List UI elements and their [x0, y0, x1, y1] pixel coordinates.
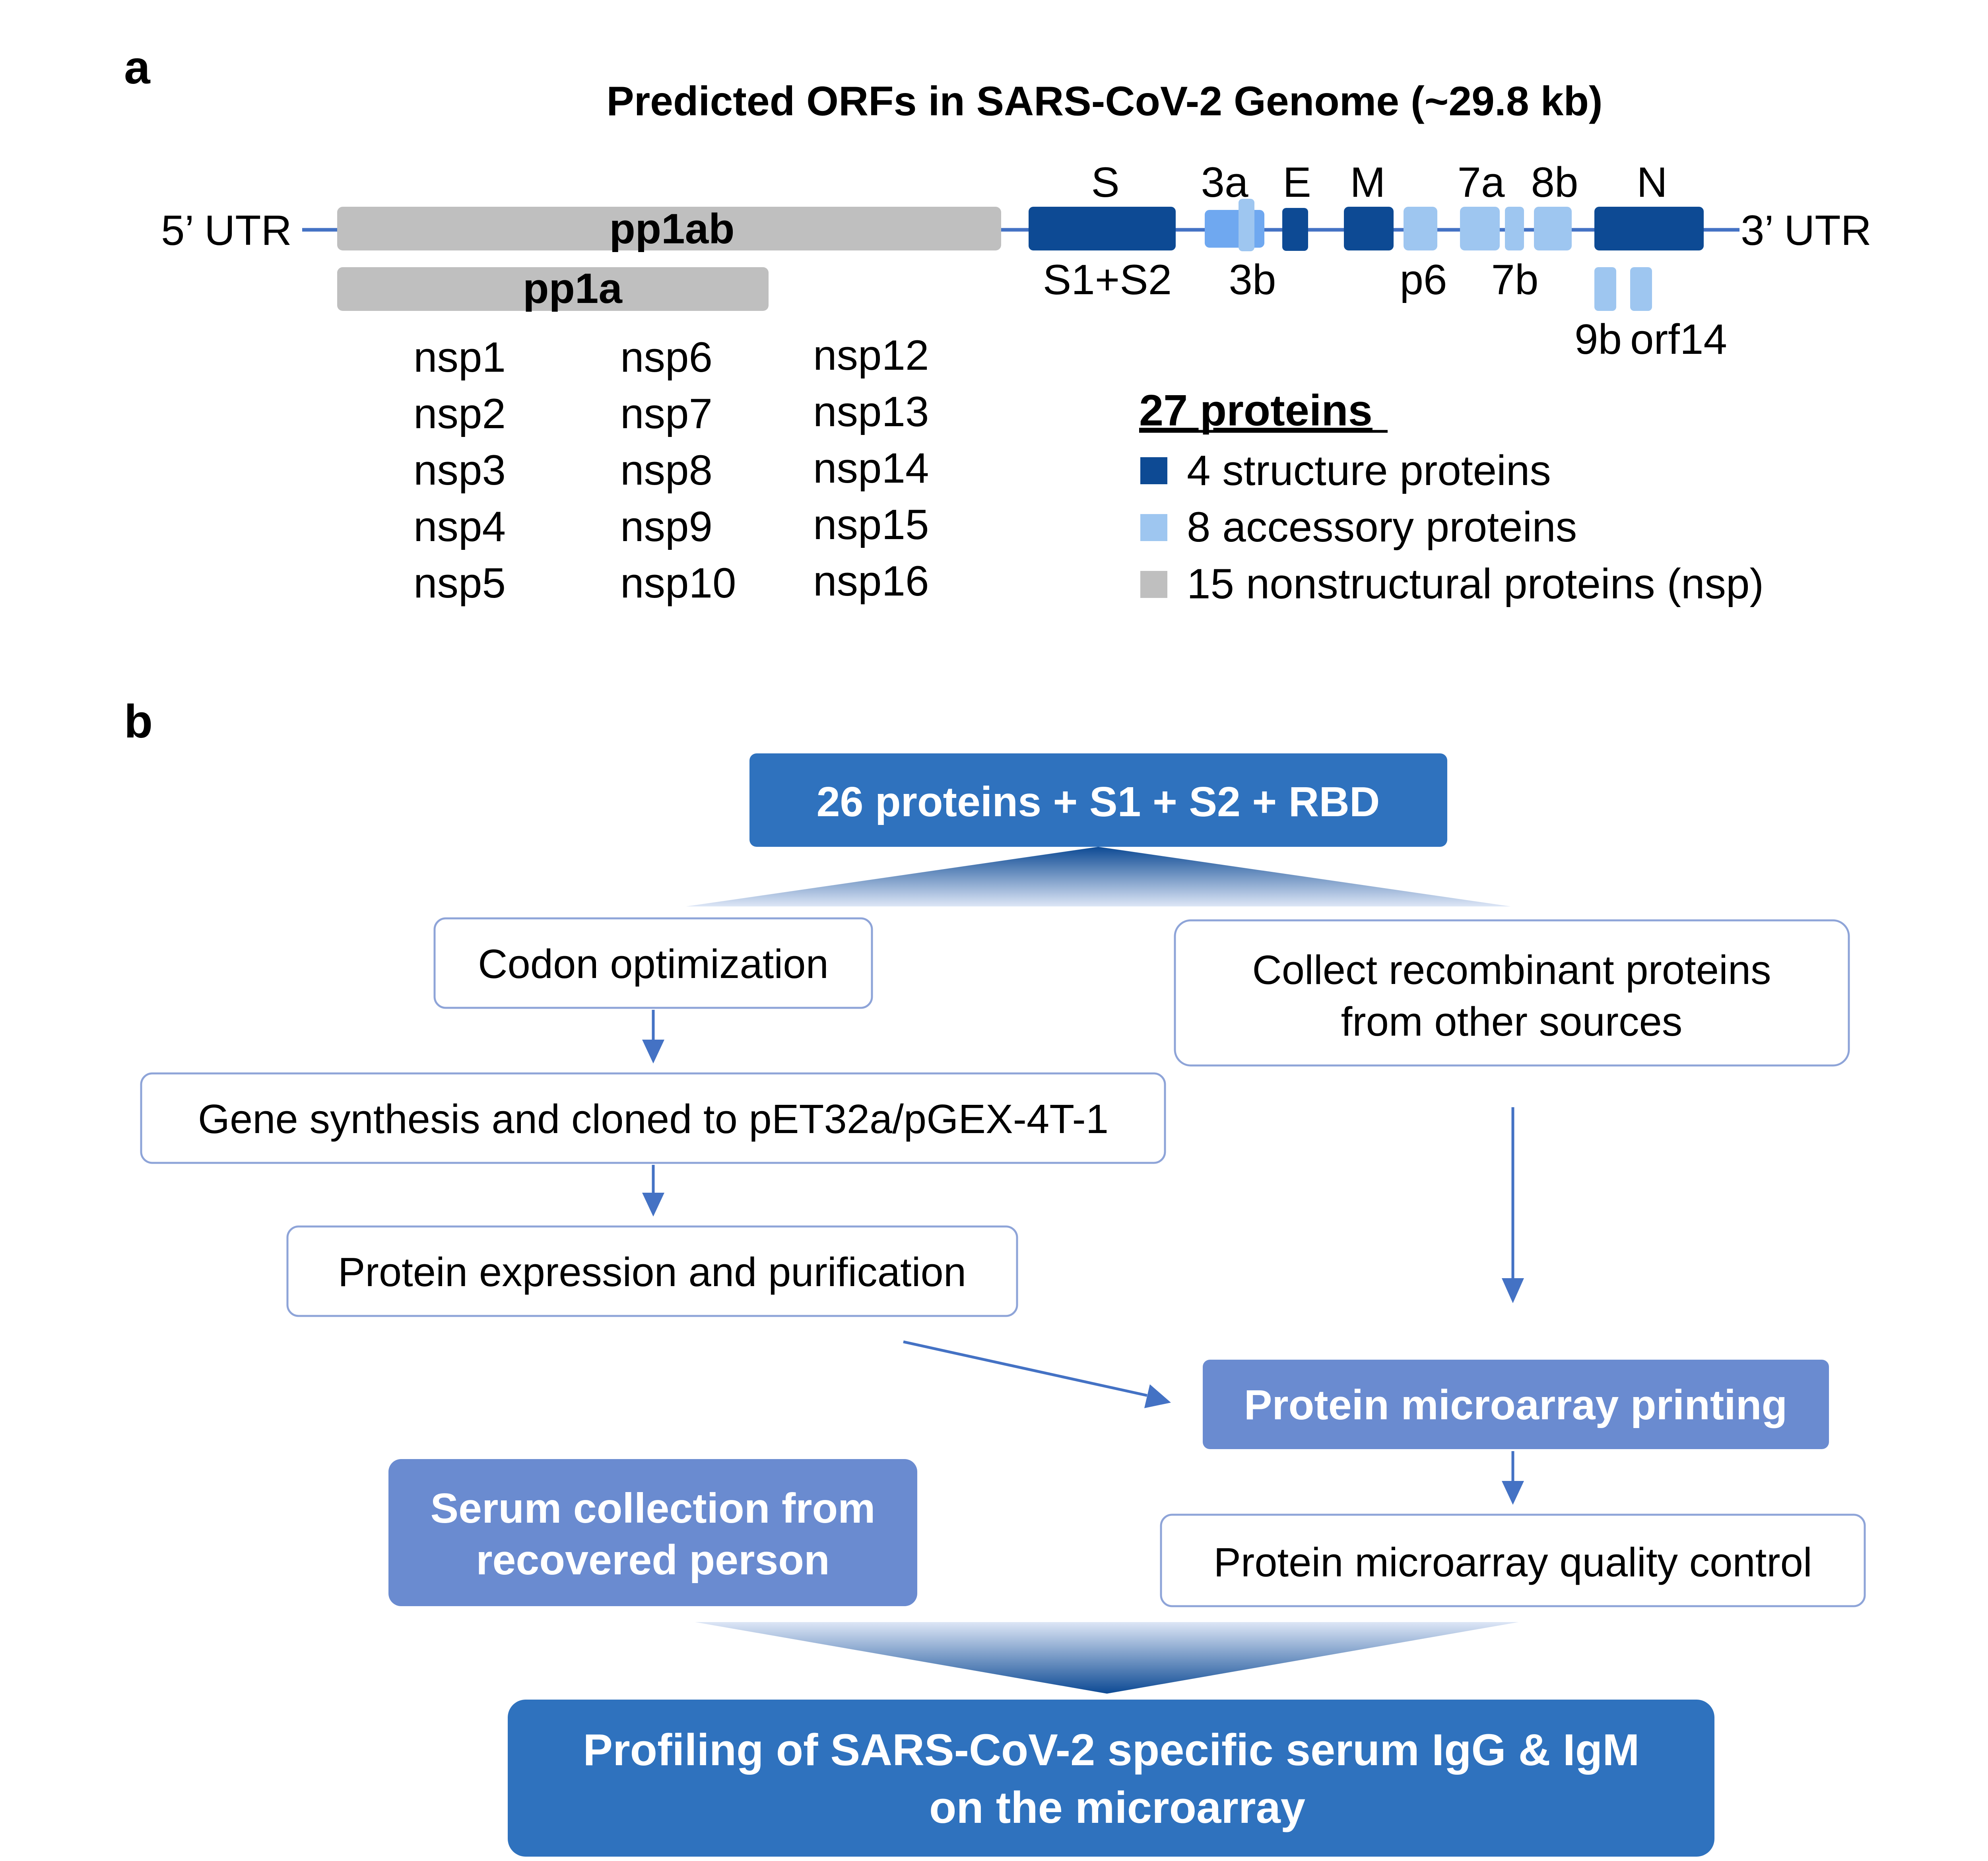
legend-item-accessory: 8 accessory proteins	[1187, 503, 1577, 551]
gene-S	[1029, 207, 1176, 250]
top-box	[749, 753, 1447, 847]
utr3-label: 3’ UTR	[1741, 206, 1872, 254]
gene-7b-label: 7b	[1491, 256, 1538, 303]
gene-box	[140, 1072, 1166, 1164]
gene-S-label: S	[1091, 158, 1119, 206]
qc-box	[1160, 1514, 1866, 1607]
nsp-item: nsp16	[813, 557, 929, 605]
legend-swatch-structure	[1140, 457, 1167, 484]
arrow-expression-printing	[903, 1340, 1147, 1397]
collect-box-line2: from other sources	[1341, 999, 1683, 1044]
arrowhead-collect-printing	[1502, 1278, 1524, 1303]
nsp-item: nsp9	[620, 503, 712, 550]
serum-box-line1: Serum collection from	[430, 1485, 875, 1532]
gene-M	[1344, 207, 1394, 250]
arrowhead-expression-printing	[1144, 1384, 1171, 1408]
nsp-item: nsp13	[813, 388, 929, 435]
profiling-box	[508, 1700, 1714, 1857]
legend-heading: 27 proteins	[1139, 386, 1373, 435]
legend-swatch-accessory	[1140, 514, 1167, 541]
pp1a-label: pp1a	[523, 264, 623, 312]
gene-E-label: E	[1283, 158, 1311, 206]
gene-8b	[1534, 207, 1572, 250]
qc-box-text: Protein microarray quality control	[1213, 1539, 1812, 1585]
gene-p6	[1404, 207, 1437, 250]
gene-3a-label: 3a	[1201, 158, 1248, 206]
nsp-item: nsp1	[414, 333, 506, 381]
panel-a-label: a	[124, 41, 151, 94]
gene-p6-label: p6	[1400, 256, 1447, 303]
arrowhead-gene-expression	[642, 1193, 664, 1217]
panel-a-title: Predicted ORFs in SARS-CoV-2 Genome (~29…	[606, 78, 1602, 124]
utr5-label: 5’ UTR	[161, 206, 292, 254]
expression-box	[286, 1225, 1018, 1317]
profiling-box-line1: Profiling of SARS-CoV-2 specific serum I…	[583, 1725, 1639, 1775]
nsp-item: nsp6	[620, 333, 712, 381]
nsp-item: nsp2	[414, 390, 506, 437]
nsp-item: nsp7	[620, 390, 712, 437]
spread-triangle	[686, 847, 1511, 906]
nsp-item: nsp15	[813, 501, 929, 548]
gene-S1S2-label: S1+S2	[1043, 256, 1172, 303]
nsp-item: nsp3	[414, 446, 506, 494]
nsp-item: nsp12	[813, 331, 929, 379]
gene-3b	[1239, 199, 1254, 251]
legend-item-structure: 4 structure proteins	[1187, 446, 1551, 494]
gene-7a	[1460, 207, 1500, 250]
nsp-item: nsp8	[620, 446, 712, 494]
profiling-box-line2: on the microarray	[929, 1783, 1305, 1832]
gene-E	[1282, 208, 1308, 251]
gene-8b-label: 8b	[1531, 158, 1578, 206]
collect-box-line1: Collect recombinant proteins	[1252, 947, 1771, 993]
gene-3b-label: 3b	[1229, 256, 1276, 303]
top-box-text: 26 proteins + S1 + S2 + RBD	[817, 778, 1380, 825]
serum-box-line2: recovered person	[476, 1537, 830, 1583]
gene-7b	[1505, 207, 1524, 250]
nsp-item: nsp5	[414, 559, 506, 607]
pp1ab-label: pp1ab	[609, 205, 734, 252]
pp1ab-bar	[337, 207, 1001, 250]
arrowhead-printing-qc	[1502, 1481, 1524, 1505]
gene-9b-label: 9b	[1574, 315, 1622, 363]
gene-M-label: M	[1350, 158, 1385, 206]
gene-3a	[1205, 210, 1264, 248]
nsp-item: nsp10	[620, 559, 736, 607]
nsp-item: nsp14	[813, 444, 929, 492]
gene-9b	[1594, 267, 1616, 311]
codon-box	[433, 917, 873, 1009]
gene-N-label: N	[1637, 158, 1667, 206]
legend: 27 proteins 4 structure proteins 8 acces…	[1139, 386, 1764, 607]
codon-box-text: Codon optimization	[478, 941, 829, 987]
printing-box	[1203, 1360, 1829, 1449]
collect-box	[1174, 919, 1850, 1067]
nsp-item: nsp4	[414, 503, 506, 550]
gene-orf14-label: orf14	[1630, 315, 1727, 363]
gene-box-text: Gene synthesis and cloned to pET32a/pGEX…	[198, 1096, 1109, 1142]
expression-box-text: Protein expression and purification	[338, 1249, 966, 1295]
legend-item-nonstructural: 15 nonstructural proteins (nsp)	[1187, 560, 1764, 607]
serum-box	[388, 1459, 917, 1606]
pp1a-bar	[337, 267, 769, 311]
nsp-list: nsp1 nsp2 nsp3 nsp4 nsp5 nsp6 nsp7 nsp8 …	[414, 331, 929, 607]
converge-triangle	[695, 1622, 1519, 1694]
gene-N	[1594, 207, 1704, 250]
panel-b-label: b	[124, 695, 153, 748]
legend-swatch-nonstructural	[1140, 571, 1167, 598]
gene-orf14	[1630, 267, 1652, 311]
arrowhead-codon-gene	[642, 1040, 664, 1063]
printing-box-text: Protein microarray printing	[1244, 1382, 1788, 1428]
gene-7a-label: 7a	[1457, 158, 1505, 206]
